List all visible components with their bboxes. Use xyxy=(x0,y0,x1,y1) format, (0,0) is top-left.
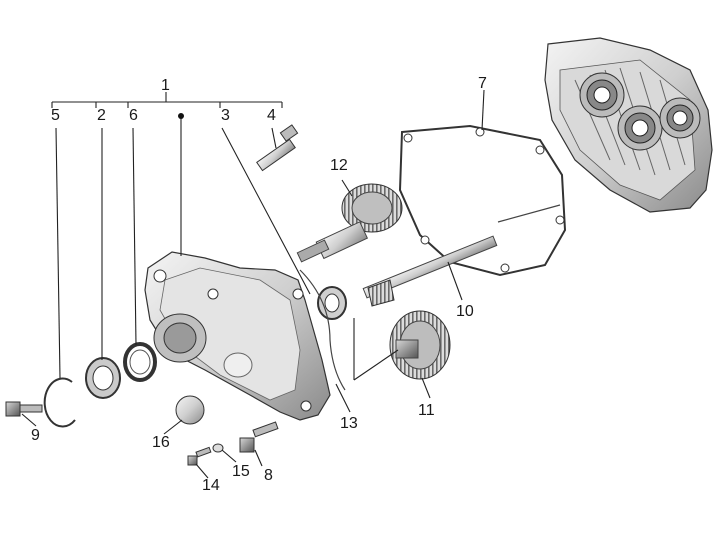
callout-12: 12 xyxy=(330,157,348,174)
leader-lines xyxy=(21,89,485,479)
circlip-5 xyxy=(43,377,76,428)
bearing-3 xyxy=(317,286,347,320)
callout-13: 13 xyxy=(340,415,358,432)
callout-labels: 1 2 3 4 5 6 7 8 9 10 11 12 13 14 15 16 xyxy=(31,75,487,494)
gasket xyxy=(398,124,567,277)
screw-14 xyxy=(187,446,212,466)
washer-15 xyxy=(212,443,224,453)
bearing-housing-center xyxy=(617,105,663,151)
gear-11 xyxy=(389,310,451,380)
callout-5: 5 xyxy=(51,107,60,124)
callout-8: 8 xyxy=(264,467,273,484)
bolt-9 xyxy=(5,401,43,417)
gearbox-housing xyxy=(544,37,713,213)
shaft-10 xyxy=(362,204,561,307)
callout-6: 6 xyxy=(129,107,138,124)
callout-1: 1 xyxy=(161,77,170,94)
bearing-housing-left xyxy=(579,72,625,118)
callout-3: 3 xyxy=(221,107,230,124)
breather-4 xyxy=(256,124,299,172)
callout-16: 16 xyxy=(152,434,170,451)
bearing-housing-right xyxy=(659,97,701,139)
callout-10: 10 xyxy=(456,303,474,320)
callout-11: 11 xyxy=(418,402,435,419)
callout-4: 4 xyxy=(267,107,276,124)
callout-14: 14 xyxy=(202,477,220,494)
gear-12 xyxy=(296,183,403,263)
bolt-8 xyxy=(239,421,279,453)
plug-16 xyxy=(175,395,205,425)
reference-dot xyxy=(178,113,184,119)
seal-6 xyxy=(123,342,157,382)
callout-9: 9 xyxy=(31,427,40,444)
callout-2: 2 xyxy=(97,107,106,124)
transmission-cover xyxy=(144,251,331,421)
bearing-2 xyxy=(85,357,121,399)
callout-15: 15 xyxy=(232,463,250,480)
wire-13 xyxy=(299,269,346,391)
callout-7: 7 xyxy=(478,75,487,92)
